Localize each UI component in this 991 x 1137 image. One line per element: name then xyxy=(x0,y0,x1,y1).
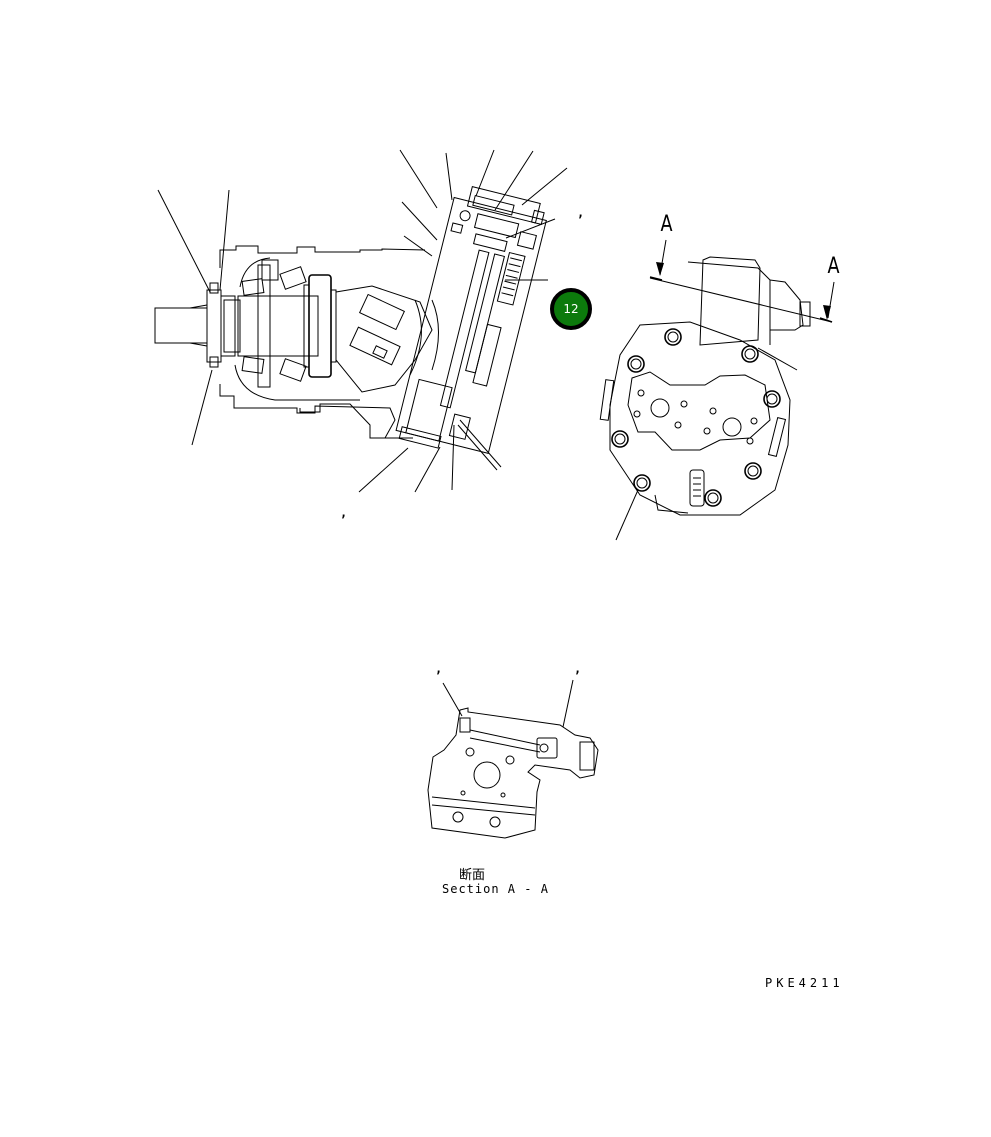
comma-mark: , xyxy=(577,206,585,220)
comma-mark: , xyxy=(340,506,348,520)
section-label-japanese: 断面 xyxy=(459,868,486,883)
bolt-holes xyxy=(611,328,781,507)
callout-badge-12[interactable]: 12 xyxy=(550,288,592,330)
section-a-a-view xyxy=(427,679,599,839)
section-label-english: Section A - A xyxy=(442,882,549,896)
comma-mark: , xyxy=(574,662,582,676)
drawing-id: PKE4211 xyxy=(765,976,844,990)
motor-cross-section xyxy=(154,245,439,439)
end-view xyxy=(599,239,835,541)
end-cover-valve-block xyxy=(395,185,547,454)
section-marker-left: A xyxy=(660,212,673,237)
comma-mark: , xyxy=(435,662,443,676)
section-marker-right: A xyxy=(827,254,840,279)
leader-lines-main xyxy=(157,149,568,493)
